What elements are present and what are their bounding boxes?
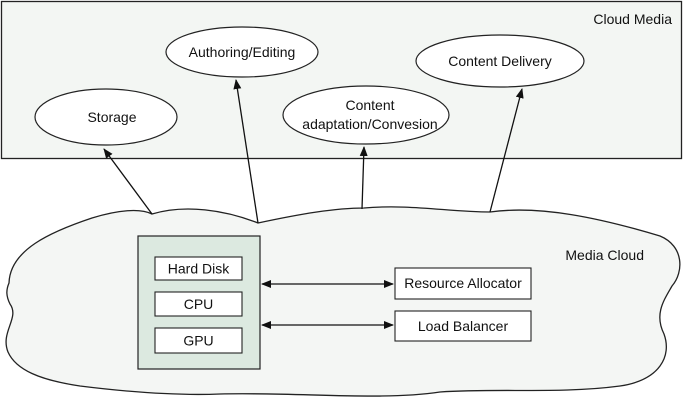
content-adaptation-label-line1: Content	[345, 97, 394, 113]
cpu-label: CPU	[184, 296, 214, 312]
storage-node: Storage	[34, 88, 178, 146]
arrow-to-storage	[103, 148, 153, 215]
hard-disk-box: Hard Disk	[154, 256, 243, 281]
media-cloud-label: Media Cloud	[565, 247, 644, 263]
hard-disk-label: Hard Disk	[168, 261, 230, 277]
storage-label: Storage	[87, 109, 136, 125]
content-adaptation-node: Content adaptation/Convesion	[282, 85, 450, 145]
resource-allocator-label: Resource Allocator	[404, 275, 522, 291]
load-balancer-label: Load Balancer	[418, 318, 509, 334]
resource-allocator-box: Resource Allocator	[394, 267, 532, 300]
arrow-to-authoring	[233, 79, 259, 224]
content-delivery-label: Content Delivery	[448, 53, 552, 69]
arrow-to-adaptation	[359, 146, 368, 210]
cloud-media-label: Cloud Media	[593, 11, 672, 27]
content-adaptation-label-line2: adaptation/Convesion	[302, 116, 437, 132]
authoring-editing-node: Authoring/Editing	[165, 26, 319, 78]
media-cloud-shape	[5, 206, 681, 397]
gpu-label: GPU	[183, 333, 213, 349]
gpu-box: GPU	[154, 327, 243, 354]
load-balancer-box: Load Balancer	[394, 310, 532, 342]
arrow-to-delivery	[489, 88, 524, 213]
cpu-box: CPU	[154, 291, 243, 317]
content-delivery-node: Content Delivery	[415, 34, 585, 88]
authoring-editing-label: Authoring/Editing	[189, 44, 296, 60]
